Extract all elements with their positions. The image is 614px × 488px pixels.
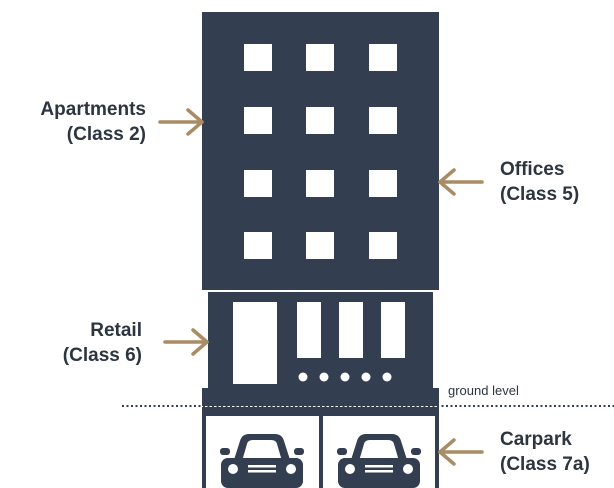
window (306, 170, 334, 197)
window (369, 44, 397, 71)
window (369, 232, 397, 259)
label-retail-name: Retail (90, 320, 142, 341)
window (306, 44, 334, 71)
label-apartments-name: Apartments (40, 99, 146, 120)
shop-door (233, 302, 277, 384)
window (369, 170, 397, 197)
arrow-left-icon (438, 168, 484, 196)
shop-dots (298, 372, 392, 382)
ground-band (202, 388, 439, 406)
label-apartments-class: (Class 2) (66, 124, 146, 145)
window (244, 44, 272, 71)
label-retail-class: (Class 6) (62, 345, 142, 366)
car-icon (220, 434, 304, 488)
window (369, 107, 397, 134)
arrow-left-icon (438, 438, 484, 466)
shop-window (297, 302, 321, 358)
window (306, 232, 334, 259)
window (244, 170, 272, 197)
shop-window (339, 302, 363, 358)
arrow-right-icon (163, 328, 209, 356)
label-carpark-class: (Class 7a) (500, 454, 590, 475)
window (244, 107, 272, 134)
label-retail: Retail (Class 6) (63, 318, 142, 368)
ground-level-label: ground level (448, 383, 519, 398)
car-icon (337, 434, 421, 488)
window (244, 232, 272, 259)
window-grid (244, 44, 397, 259)
arrow-right-icon (158, 108, 204, 136)
label-carpark: Carpark (Class 7a) (500, 427, 590, 477)
label-offices-class: (Class 5) (500, 184, 580, 205)
label-carpark-name: Carpark (500, 429, 572, 450)
window (306, 107, 334, 134)
label-offices-name: Offices (500, 159, 565, 180)
label-apartments: Apartments (Class 2) (40, 97, 146, 147)
label-offices: Offices (Class 5) (500, 157, 579, 207)
shop-window (381, 302, 405, 358)
